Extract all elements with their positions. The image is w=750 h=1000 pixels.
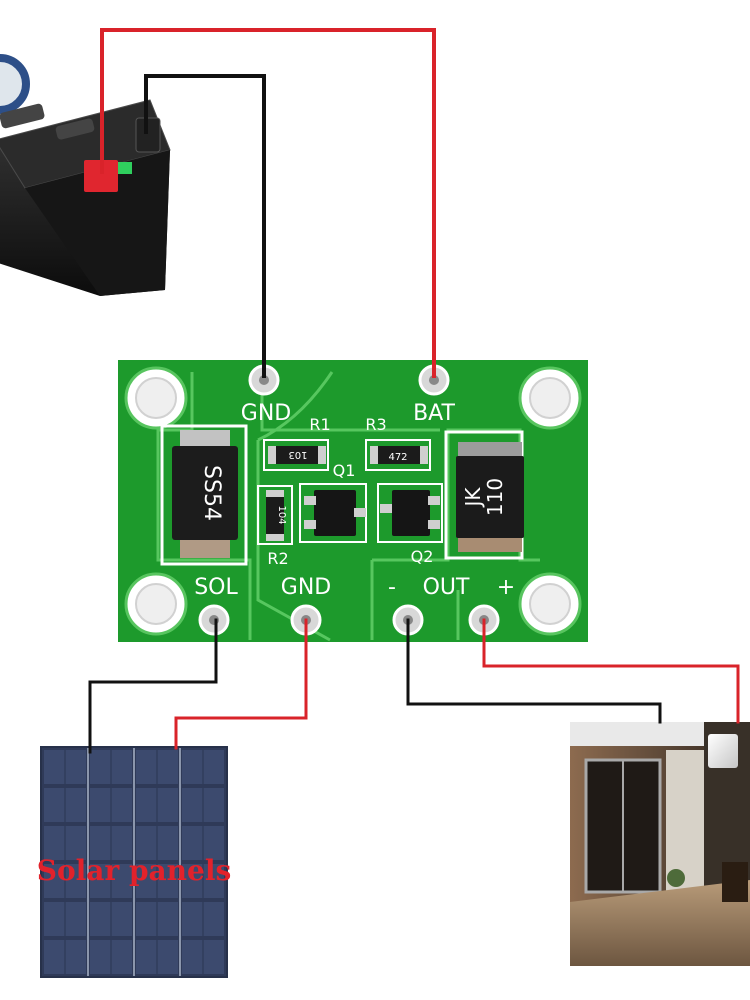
wire-sol-negative: [88, 618, 218, 754]
label-gnd-bottom: GND: [281, 575, 331, 600]
wires: [88, 28, 740, 754]
label-r3: R3: [365, 415, 386, 434]
solar-panel: Solar panels: [37, 746, 231, 978]
battery-logo-icon: [0, 54, 30, 114]
resistor-r1: 103: [263, 439, 329, 471]
label-out-plus: +: [497, 575, 515, 600]
wire-sol-positive: [174, 618, 308, 750]
wire-out-negative: [406, 618, 662, 724]
wire-bat-negative: [144, 74, 266, 378]
diode-marking: SS54: [199, 465, 224, 521]
diode-ss54: SS54: [160, 424, 248, 566]
fuse-marking-line1: JK: [461, 487, 485, 509]
solar-lamp-photo: [570, 722, 750, 966]
label-r2: R2: [267, 549, 288, 568]
battery: [0, 54, 171, 296]
battery-positive-terminal: [84, 160, 118, 192]
label-r1: R1: [309, 415, 330, 434]
resistor-r3: 472: [365, 439, 431, 471]
label-sol: SOL: [194, 575, 238, 600]
label-bat: BAT: [413, 401, 455, 426]
resistor-r2: 104: [257, 485, 293, 545]
pcb-board: SS54 JK 110 103 472: [118, 360, 588, 642]
lamp-icon: [708, 734, 738, 768]
fuse-jk110: JK 110: [444, 430, 524, 560]
r2-code: 104: [276, 505, 287, 524]
r1-code: 103: [288, 449, 307, 460]
label-out-minus: -: [388, 575, 396, 600]
label-out: OUT: [423, 575, 470, 600]
fuse-marking-line2: 110: [483, 478, 507, 516]
wire-out-positive: [482, 618, 740, 724]
label-q1: Q1: [333, 461, 356, 480]
r3-code: 472: [388, 452, 407, 463]
transistor-q2: [377, 483, 443, 543]
transistor-q1: [299, 483, 367, 543]
wire-bat-positive: [100, 28, 436, 378]
solar-panels-label: Solar panels: [37, 854, 231, 887]
label-q2: Q2: [411, 547, 434, 566]
label-gnd-top: GND: [241, 401, 291, 426]
